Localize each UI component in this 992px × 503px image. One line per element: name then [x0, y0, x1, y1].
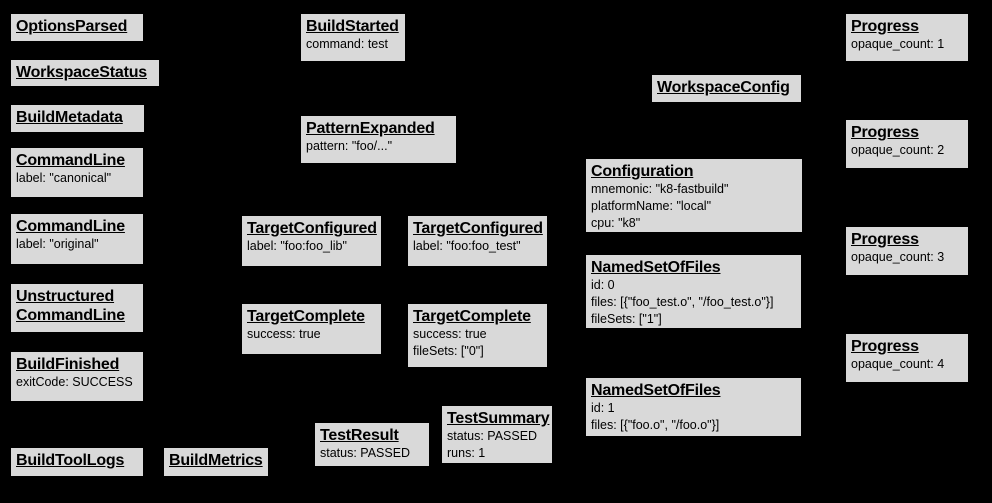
event-node-progress-2: Progress opaque_count: 2	[845, 119, 969, 169]
node-field: exitCode: SUCCESS	[16, 375, 133, 389]
node-field: label: "original"	[16, 237, 99, 251]
node-field: opaque_count: 1	[851, 37, 945, 51]
node-title: Configuration	[591, 163, 694, 180]
event-node-pattern-expanded: PatternExpanded pattern: "foo/..."	[300, 115, 457, 164]
event-node-named-set-of-files-0: NamedSetOfFiles id: 0 files: [{"foo_test.o…	[585, 254, 802, 329]
event-node-target-complete-lib: TargetComplete success: true	[241, 303, 382, 355]
event-node-target-complete-test: TargetComplete success: true fileSets: ["0…	[407, 303, 548, 368]
node-title: Unstructured	[16, 288, 115, 305]
event-node-progress-4: Progress opaque_count: 4	[845, 333, 969, 383]
event-node-build-metadata: BuildMetadata	[10, 104, 145, 133]
node-title: Progress	[851, 338, 919, 355]
node-field: opaque_count: 4	[851, 357, 945, 371]
event-node-command-line-canonical: CommandLine label: "canonical"	[10, 147, 144, 198]
node-title: TestSummary	[447, 410, 550, 427]
node-field: opaque_count: 2	[851, 143, 945, 157]
node-field: cpu: "k8"	[591, 216, 641, 230]
event-node-test-result: TestResult status: PASSED	[314, 422, 430, 467]
node-field: success: true	[247, 327, 321, 341]
node-field: id: 0	[591, 278, 615, 292]
node-title: CommandLine	[16, 152, 125, 169]
node-field: files: [{"foo.o", "/foo.o"}]	[591, 418, 720, 432]
node-title: CommandLine	[16, 307, 125, 324]
node-field: platformName: "local"	[591, 199, 712, 213]
node-title: TargetComplete	[413, 308, 531, 325]
node-title: BuildToolLogs	[16, 452, 125, 469]
node-title: WorkspaceConfig	[657, 79, 790, 96]
node-title: Progress	[851, 124, 919, 141]
node-field: success: true	[413, 327, 487, 341]
node-title: BuildMetrics	[169, 452, 263, 469]
node-title: BuildMetadata	[16, 109, 123, 126]
event-node-target-configured-test: TargetConfigured label: "foo:foo_test"	[407, 215, 548, 267]
event-node-configuration: Configuration mnemonic: "k8-fastbuild" pla…	[585, 158, 803, 233]
event-node-build-metrics: BuildMetrics	[163, 447, 269, 477]
node-title: BuildStarted	[306, 18, 399, 35]
node-field: label: "foo:foo_test"	[413, 239, 521, 253]
node-title: CommandLine	[16, 218, 125, 235]
node-field: command: test	[306, 37, 388, 51]
node-title: NamedSetOfFiles	[591, 259, 721, 276]
node-title: BuildFinished	[16, 356, 120, 373]
event-node-workspace-status: WorkspaceStatus	[10, 59, 160, 87]
event-node-named-set-of-files-1: NamedSetOfFiles id: 1 files: [{"foo.o", "/…	[585, 377, 802, 437]
event-node-options-parsed: OptionsParsed	[10, 13, 144, 42]
node-field: label: "canonical"	[16, 171, 112, 185]
event-node-progress-3: Progress opaque_count: 3	[845, 226, 969, 276]
node-field: mnemonic: "k8-fastbuild"	[591, 182, 729, 196]
node-field: fileSets: ["1"]	[591, 312, 662, 326]
node-title: TargetConfigured	[413, 220, 543, 237]
node-field: status: PASSED	[320, 446, 411, 460]
event-node-command-line-original: CommandLine label: "original"	[10, 213, 144, 265]
node-title: TargetConfigured	[247, 220, 377, 237]
node-field: files: [{"foo_test.o", "/foo_test.o"}]	[591, 295, 774, 309]
node-title: Progress	[851, 18, 919, 35]
event-node-build-tool-logs: BuildToolLogs	[10, 447, 144, 477]
node-title: TargetComplete	[247, 308, 365, 325]
node-field: id: 1	[591, 401, 615, 415]
node-field: label: "foo:foo_lib"	[247, 239, 347, 253]
event-node-test-summary: TestSummary status: PASSED runs: 1	[441, 405, 553, 464]
node-title: OptionsParsed	[16, 18, 128, 35]
node-field: runs: 1	[447, 446, 486, 460]
node-field: pattern: "foo/..."	[306, 139, 393, 153]
event-node-build-started: BuildStarted command: test	[300, 13, 406, 62]
node-title: PatternExpanded	[306, 120, 435, 137]
event-node-progress-1: Progress opaque_count: 1	[845, 13, 969, 62]
event-node-target-configured-lib: TargetConfigured label: "foo:foo_lib"	[241, 215, 382, 267]
node-field: status: PASSED	[447, 429, 538, 443]
node-title: WorkspaceStatus	[16, 64, 147, 81]
node-title: NamedSetOfFiles	[591, 382, 721, 399]
event-node-build-finished: BuildFinished exitCode: SUCCESS	[10, 351, 144, 402]
node-field: opaque_count: 3	[851, 250, 945, 264]
node-title: TestResult	[320, 427, 399, 444]
node-field: fileSets: ["0"]	[413, 344, 484, 358]
node-title: Progress	[851, 231, 919, 248]
event-node-workspace-config: WorkspaceConfig	[651, 74, 802, 103]
